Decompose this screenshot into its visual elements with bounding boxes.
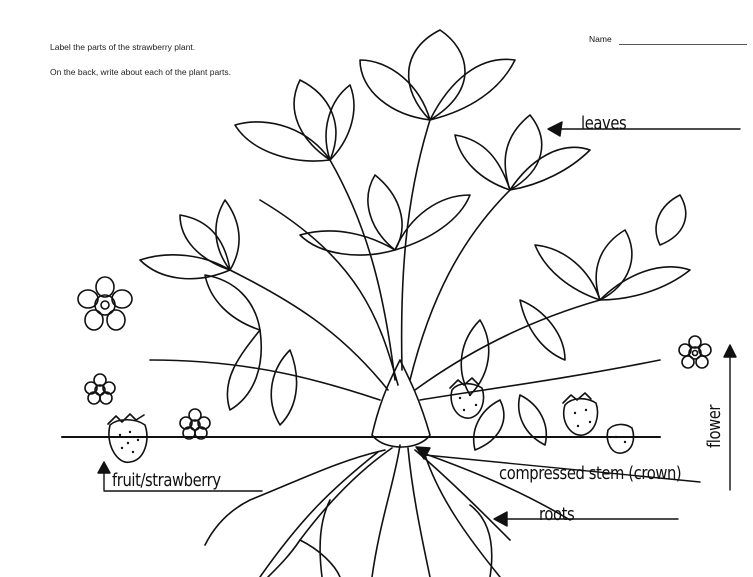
flowers-drawing	[78, 277, 711, 439]
crown-drawing	[372, 360, 430, 447]
fruit-arrowhead	[98, 462, 110, 473]
label-roots: roots	[539, 504, 574, 525]
name-label: Name	[589, 34, 612, 44]
instruction-label-parts: Label the parts of the strawberry plant.	[50, 42, 195, 52]
roots-arrowhead	[494, 512, 507, 526]
label-fruit-strawberry: fruit/strawberry	[112, 470, 221, 491]
label-compressed-stem-crown: compressed stem (crown)	[499, 463, 681, 484]
label-leaves: leaves	[581, 113, 626, 134]
instruction-write-about: On the back, write about each of the pla…	[50, 67, 231, 77]
strawberries-drawing	[108, 378, 634, 462]
strawberry-seeds	[119, 394, 626, 453]
flower-arrowhead	[724, 345, 736, 357]
leaves-arrowhead	[548, 122, 562, 136]
stems-drawing	[150, 120, 660, 400]
name-answer-line[interactable]	[619, 44, 747, 45]
leaves-drawing	[140, 30, 690, 450]
label-flower: flower	[704, 405, 725, 448]
